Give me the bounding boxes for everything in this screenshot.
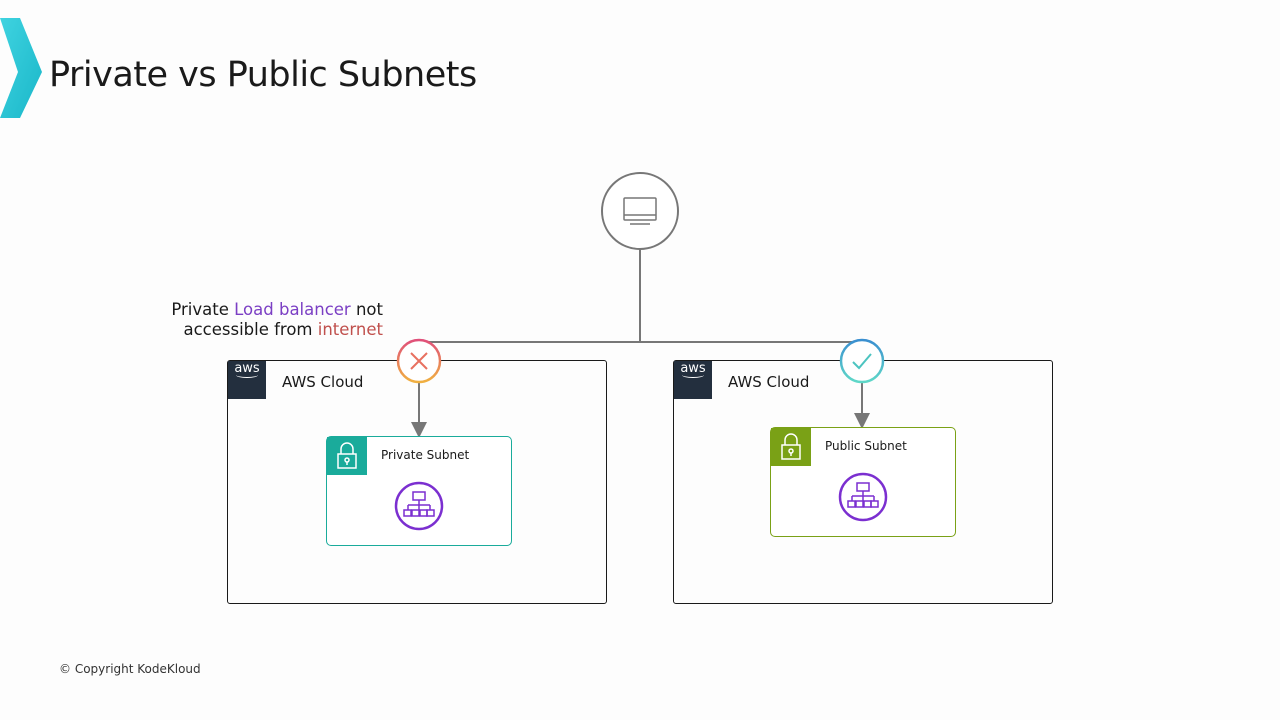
aws-logo-icon: aws xyxy=(674,361,712,399)
page-title: Private vs Public Subnets xyxy=(49,55,477,95)
connector-lines xyxy=(411,249,870,438)
lock-icon xyxy=(327,437,367,475)
aws-cloud-right: aws AWS Cloud xyxy=(673,360,1053,604)
subnet-label: Public Subnet xyxy=(825,439,907,453)
logo-chevron xyxy=(0,18,42,118)
annotation-note: Private Load balancer not accessible fro… xyxy=(171,300,383,340)
public-subnet: Public Subnet xyxy=(770,427,956,537)
cloud-label: AWS Cloud xyxy=(728,373,810,391)
cloud-label: AWS Cloud xyxy=(282,373,364,391)
note-text: Private xyxy=(171,300,235,319)
load-balancer-icon xyxy=(838,472,888,522)
aws-logo-icon: aws xyxy=(228,361,266,399)
subnet-label: Private Subnet xyxy=(381,448,470,462)
note-text: not xyxy=(350,300,383,319)
note-highlight-internet: internet xyxy=(317,320,383,339)
monitor-node xyxy=(601,172,679,250)
load-balancer-icon xyxy=(394,481,444,531)
lock-icon xyxy=(771,428,811,466)
copyright: © Copyright KodeKloud xyxy=(59,662,201,676)
note-text: accessible from xyxy=(183,320,318,339)
note-highlight-load-balancer: Load balancer xyxy=(234,300,351,319)
aws-cloud-left: aws AWS Cloud xyxy=(227,360,607,604)
private-subnet: Private Subnet xyxy=(326,436,512,546)
x-icon xyxy=(396,338,442,384)
monitor-icon xyxy=(623,197,657,225)
check-icon xyxy=(839,338,885,384)
